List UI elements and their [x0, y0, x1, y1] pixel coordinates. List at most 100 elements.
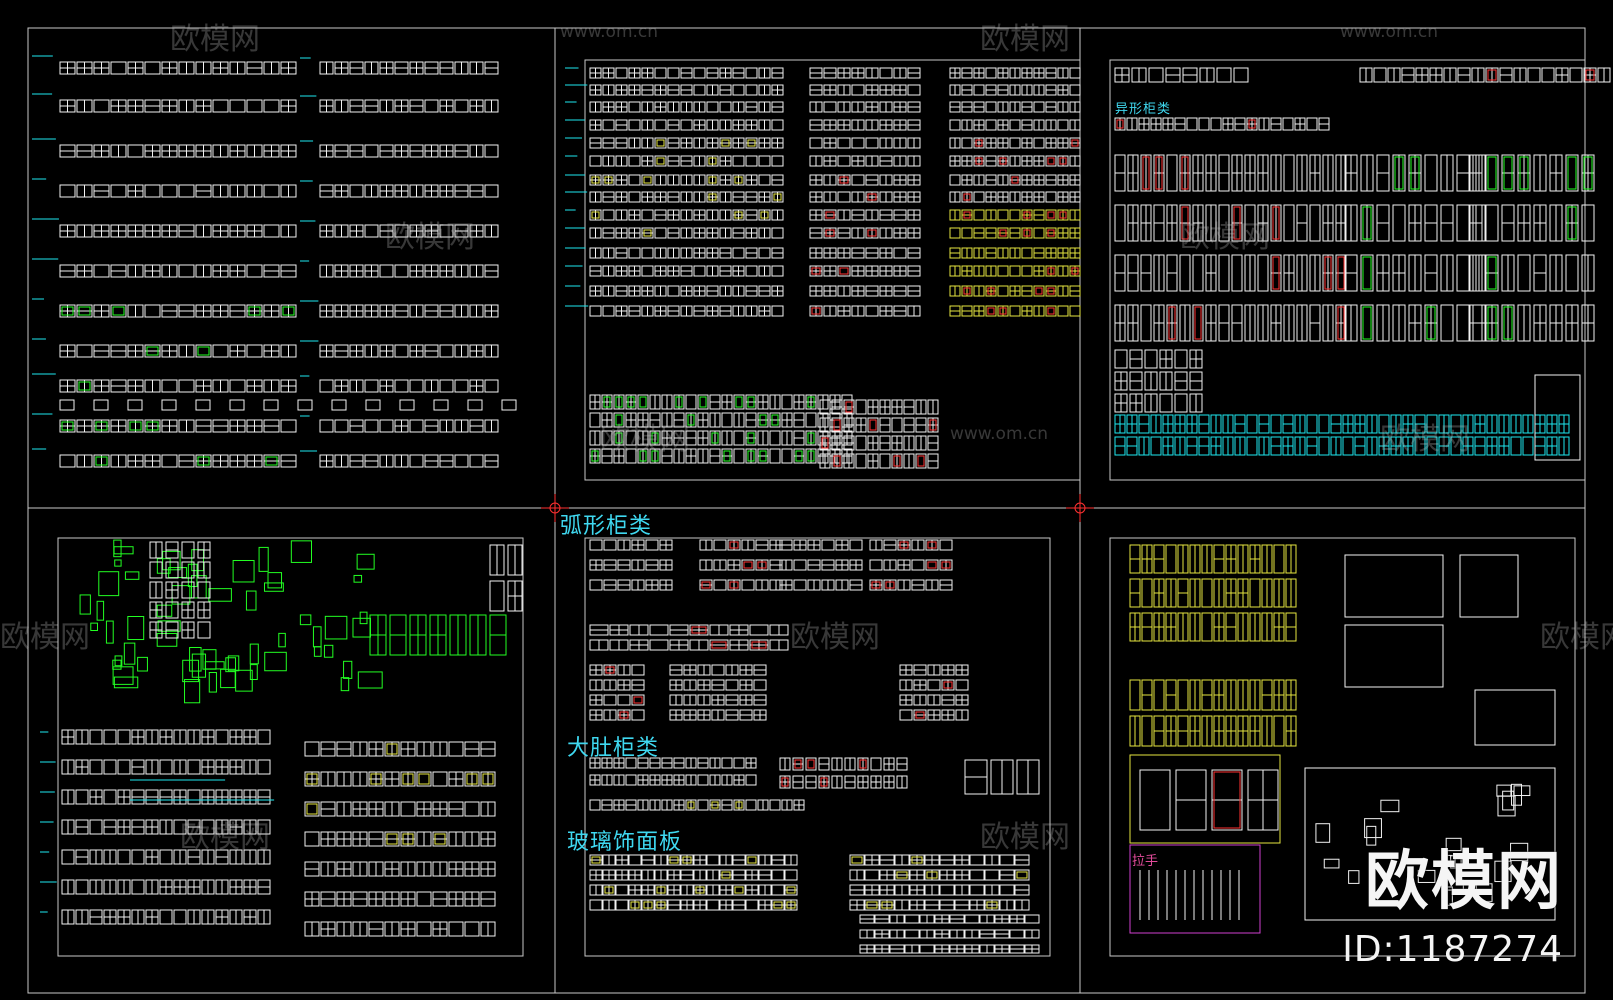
wardrobe-elevation: [1360, 254, 1374, 292]
wardrobe-elevation: [1456, 304, 1470, 342]
wardrobe-elevation: [1168, 306, 1176, 340]
curved-cabinet: [927, 541, 937, 549]
door-elevation: [489, 580, 505, 612]
equipment-block: [833, 419, 841, 431]
cabinet-elevation: [173, 819, 187, 835]
watermark-logo: 欧模网: [980, 22, 1070, 57]
glass-panel: [999, 884, 1015, 896]
glass-panel: [628, 854, 642, 866]
equipment-block: [733, 430, 745, 446]
cabinet-elevation: [263, 224, 280, 238]
cabinet-elevation: [1069, 305, 1081, 317]
cabinet-elevation: [432, 771, 448, 787]
cabinet-elevation: [602, 305, 615, 317]
watermark-logo: 欧模网: [0, 620, 90, 655]
wardrobe-elevation: [1567, 206, 1577, 240]
door-panel-elevation: [1129, 679, 1141, 711]
cabinet-elevation: [654, 137, 667, 149]
wardrobe-elevation: [1424, 154, 1438, 192]
glass-panel: [881, 901, 893, 909]
large-belly-cabinet: [589, 799, 601, 811]
curved-cabinet: [631, 694, 645, 706]
watermark-logo: 欧模网: [980, 820, 1070, 855]
equipment-block: [807, 450, 815, 462]
cabinet-elevation: [364, 379, 379, 393]
glass-panel: [706, 899, 720, 911]
wardrobe-elevation: [1257, 254, 1269, 292]
glass-panel: [771, 869, 785, 881]
cabinet-elevation: [1059, 211, 1067, 219]
cabinet-elevation: [1009, 137, 1021, 149]
cabinet-elevation: [304, 831, 320, 847]
lamp-symbol: [297, 399, 313, 411]
cabinet-elevation: [61, 421, 74, 431]
cabinet-elevation: [1021, 247, 1033, 259]
equipment-block: [711, 432, 719, 444]
equipment-block: [651, 450, 659, 462]
furniture-symbol: [114, 559, 122, 567]
wardrobe-elevation: [1487, 256, 1497, 290]
furniture-symbol: [235, 669, 253, 692]
cabinet-elevation: [246, 344, 263, 358]
cabinet-elevation: [745, 84, 758, 96]
glass-panel: [964, 914, 980, 924]
cabinet-elevation: [1198, 117, 1210, 131]
cabinet-elevation: [643, 176, 652, 184]
cabinet-elevation: [1541, 67, 1555, 83]
wardrobe-elevation: [1324, 256, 1332, 290]
cabinet-elevation: [319, 419, 334, 433]
wardrobe-elevation: [1362, 256, 1372, 290]
cabinet-elevation: [409, 454, 424, 468]
hardware-symbol: [1511, 783, 1523, 806]
cabinet-elevation: [159, 759, 173, 775]
sheet-border: [57, 537, 524, 957]
equipment-block: [747, 450, 755, 462]
equipment-block: [929, 419, 937, 431]
cabinet-elevation: [1009, 265, 1021, 277]
equipment-block: [601, 430, 613, 446]
equipment-block: [771, 414, 779, 426]
curved-cabinet: [617, 694, 631, 706]
curved-cabinet: [753, 679, 767, 691]
equipment-block: [625, 448, 637, 464]
glass-panel: [695, 886, 705, 894]
cabinet-elevation: [1306, 117, 1318, 131]
furniture-symbol: [245, 590, 257, 611]
handle-detail: [1139, 769, 1171, 831]
curved-cabinet: [589, 539, 603, 551]
handles-frame: [1129, 844, 1261, 934]
cabinet-elevation: [985, 305, 997, 317]
furniture-symbol: [191, 653, 207, 678]
furniture-symbol: [202, 649, 217, 670]
cabinet-elevation: [484, 379, 499, 393]
equipment-block: [769, 448, 781, 464]
wardrobe-elevation: [1140, 304, 1152, 342]
wardrobe-elevation: [1485, 154, 1499, 192]
glass-panel: [904, 929, 920, 939]
furniture-symbol: [90, 622, 98, 632]
cabinet-elevation: [394, 224, 409, 238]
hardware-symbol: [1502, 790, 1515, 811]
large-belly-cabinet: [697, 799, 709, 811]
cabinet-elevation: [159, 909, 173, 925]
table-strip: [1450, 414, 1462, 434]
wardrobe-elevation: [1567, 156, 1577, 190]
glass-panel: [851, 856, 863, 864]
furniture-symbol: [204, 661, 225, 670]
glass-panel: [866, 901, 878, 909]
cabinet-elevation: [110, 184, 127, 198]
cabinet-elevation: [95, 421, 108, 431]
furniture-symbol: [232, 559, 255, 583]
cabinet-elevation: [482, 773, 494, 785]
furniture-symbol: [263, 582, 284, 592]
equipment-block: [589, 412, 601, 428]
cabinet-elevation: [379, 264, 394, 278]
glass-panel: [969, 884, 985, 896]
equipment-block: [893, 455, 901, 467]
equipment-block: [685, 394, 697, 410]
curved-cabinet: [899, 709, 913, 721]
watermark-logo: 欧模网: [790, 620, 880, 655]
cabinet-elevation: [59, 454, 76, 468]
hardware-symbol: [1445, 879, 1464, 891]
cabinet-elevation: [229, 99, 246, 113]
